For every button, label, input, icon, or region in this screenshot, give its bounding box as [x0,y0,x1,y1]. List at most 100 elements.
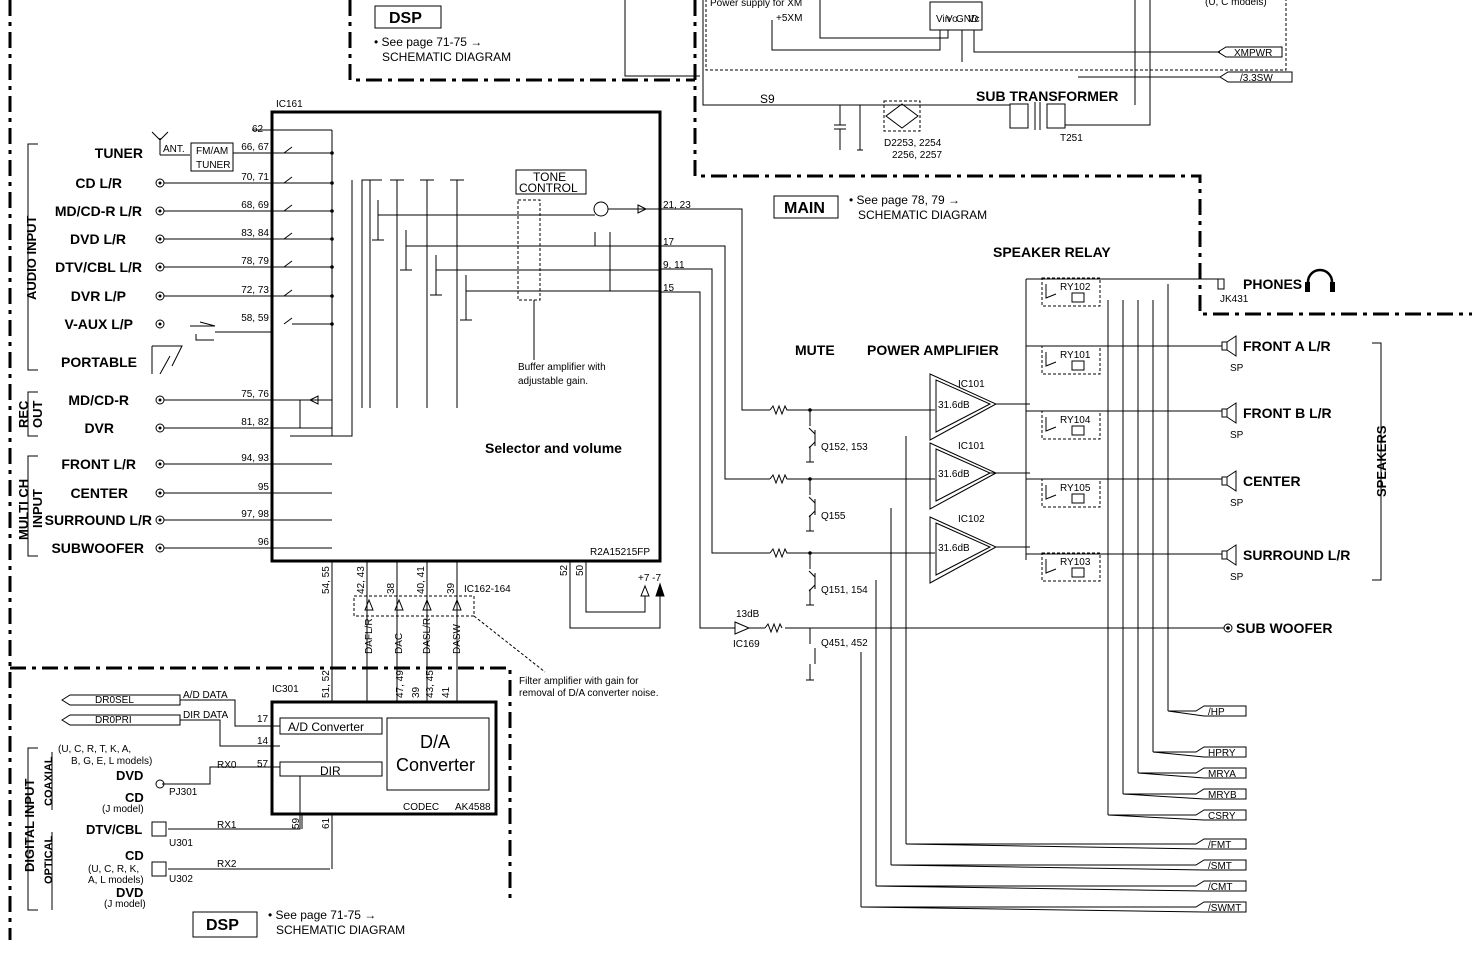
tone-label: TONE [533,170,566,184]
input-switch [283,289,332,297]
speaker-terminal[interactable] [1221,476,1228,486]
mute-transistor [806,553,814,606]
dvd-coax-label: DVD [116,768,143,783]
signal-tag [1167,705,1247,717]
antenna-icon [151,131,190,156]
ic161-bottom-pin: 52 [559,564,570,576]
output-label: PHONES [1243,276,1302,292]
input-label: CENTER [70,485,128,501]
ic161-function: Selector and volume [485,440,622,456]
multich-input-label: INPUT [30,489,45,528]
vaux-switch [190,321,272,341]
input-pin-label: 68, 69 [241,200,269,211]
amp-input-resistor [769,404,935,416]
relay-name: RY101 [1060,350,1091,361]
power-dotted-box [705,0,1287,71]
signal-label: /CMT [1208,882,1232,893]
reg-pin-vo: Vo [946,14,958,25]
sub-transformer-label: SUB TRANSFORMER [976,88,1118,104]
amp-gain: 31.6dB [938,400,970,411]
rx0-label: RX0 [217,760,237,771]
ic161-name: IC161 [276,99,303,110]
filter-channel-label: DASL/R [422,618,433,654]
relay-contact [1045,284,1057,299]
plus5xm: +5XM [776,13,802,24]
u302-label: U302 [169,874,193,885]
filter-amp [364,598,374,611]
ic161-box [270,110,662,563]
ic161-bottom-pin: 50 [575,564,586,576]
portable-jack-icon [151,345,183,375]
xmpwr-tag [1217,46,1283,58]
ic162-group [353,595,475,617]
junction [330,237,334,241]
output-label: SURROUND L/R [1243,547,1350,563]
dir-data-label: DIR DATA [183,710,229,721]
ic301-part: AK4588 [455,802,491,813]
relay-box [1041,277,1101,307]
dsp-top-box [374,5,442,29]
main-title: MAIN [784,200,825,217]
speaker-terminal[interactable] [1221,341,1228,351]
output-sub-label: SP [1230,498,1244,509]
phones-jack[interactable] [1217,278,1225,290]
input-pin-label: 70, 71 [241,172,269,183]
coax-models: (U, C, R, T, K, A, [58,744,131,755]
da-label: D/A [420,732,450,752]
dr0pri-label: DR0PRI [95,715,132,726]
audio-input-label: AUDIO INPUT [24,215,39,300]
dsp-top-boundary [348,0,695,82]
transformer-primary [1009,103,1029,129]
input-pin-label: 75, 76 [241,389,269,400]
digital-bracket [27,747,38,911]
jmodel-label: (J model) [102,804,144,815]
speaker-terminal[interactable] [1221,408,1228,418]
coax-models2: B, G, E, L models) [71,756,152,767]
ic301-top-pin: 39 [411,686,422,698]
input-jack-center [158,265,162,269]
power-amp-triangle [929,516,998,584]
ic162-note2: removal of D/A converter noise. [519,688,659,699]
input-label: CD L/R [75,175,122,191]
signal-label: /SWMT [1208,903,1241,914]
ic301-top-pin: 43, 45 [425,670,436,698]
dsp-top-note2: SCHEMATIC DIAGRAM [382,50,511,64]
input-label: MD/CD-R [68,392,129,408]
subwoofer-jack[interactable] [1223,623,1233,633]
signal-tag [1137,767,1247,779]
junction [330,209,334,213]
power-amp-triangle [929,373,998,441]
ic169-name: IC169 [733,639,760,650]
rec-label: REC [16,400,31,428]
models-text: (U, C models) [1205,0,1267,8]
multich-bracket [27,455,38,557]
digital-input-label: DIGITAL INPUT [22,779,37,872]
tone-mixer [593,201,609,217]
headphones-icon [1306,268,1334,290]
ic161-bottom-pin: 54, 55 [321,566,332,594]
dvd-opt-label: DVD [116,885,143,900]
pj301-label: PJ301 [169,787,198,798]
ic161-bottom-pin: 39 [446,582,457,594]
input-pin-label: 97, 98 [241,509,269,520]
amp-input-resistor [769,473,935,485]
main-note2: SCHEMATIC DIAGRAM [858,208,987,222]
filter-channel-label: DAC [394,633,405,654]
signal-label: /FMT [1208,840,1231,851]
diodes-label: D2253, 2254 [884,138,942,149]
input-pin-label: 78, 79 [241,256,269,267]
mute-transistor-label: Q155 [821,511,846,522]
speaker-terminal[interactable] [1221,550,1228,560]
input-label: SURROUND L/R [45,512,152,528]
jmodel-label2: (J model) [104,899,146,910]
output-label: FRONT B L/R [1243,405,1332,421]
input-jack[interactable] [155,319,165,329]
input-jack-center [158,462,162,466]
filter-amp [394,598,404,611]
input-jack-center [158,237,162,241]
multich-label: MULTI CH [16,479,31,540]
coaxial-label: COAXIAL [43,756,55,806]
